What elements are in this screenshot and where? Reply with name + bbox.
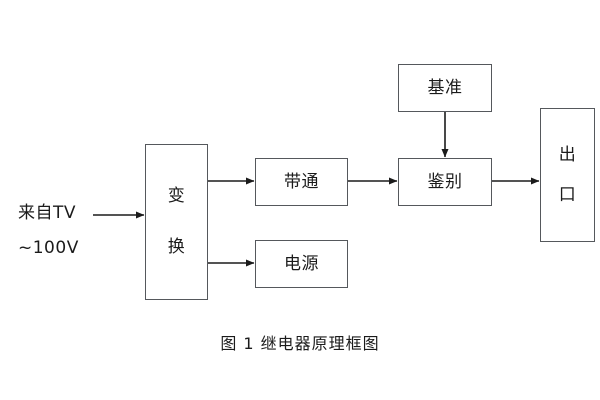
block-transform-char1: 变 — [167, 186, 186, 206]
block-bandpass-label: 带通 — [284, 171, 319, 192]
block-transform[interactable]: 变 换 — [145, 144, 208, 300]
block-output-char2: 口 — [558, 184, 577, 205]
block-reference[interactable]: 基准 — [398, 64, 492, 112]
block-bandpass[interactable]: 带通 — [255, 158, 348, 206]
block-discriminate-label: 鉴别 — [427, 171, 463, 192]
figure-caption: 图 1 继电器原理框图 — [220, 334, 380, 353]
block-reference-label: 基准 — [427, 77, 463, 98]
block-transform-char2: 换 — [167, 237, 186, 257]
input-source-line1: 来自TV — [18, 203, 77, 223]
block-discriminate[interactable]: 鉴别 — [398, 158, 492, 206]
block-power[interactable]: 电源 — [255, 240, 348, 288]
block-output[interactable]: 出 口 — [540, 108, 595, 242]
block-output-char1: 出 — [558, 144, 577, 165]
input-source-line2: ~100V — [18, 238, 79, 258]
block-power-label: 电源 — [284, 253, 319, 274]
